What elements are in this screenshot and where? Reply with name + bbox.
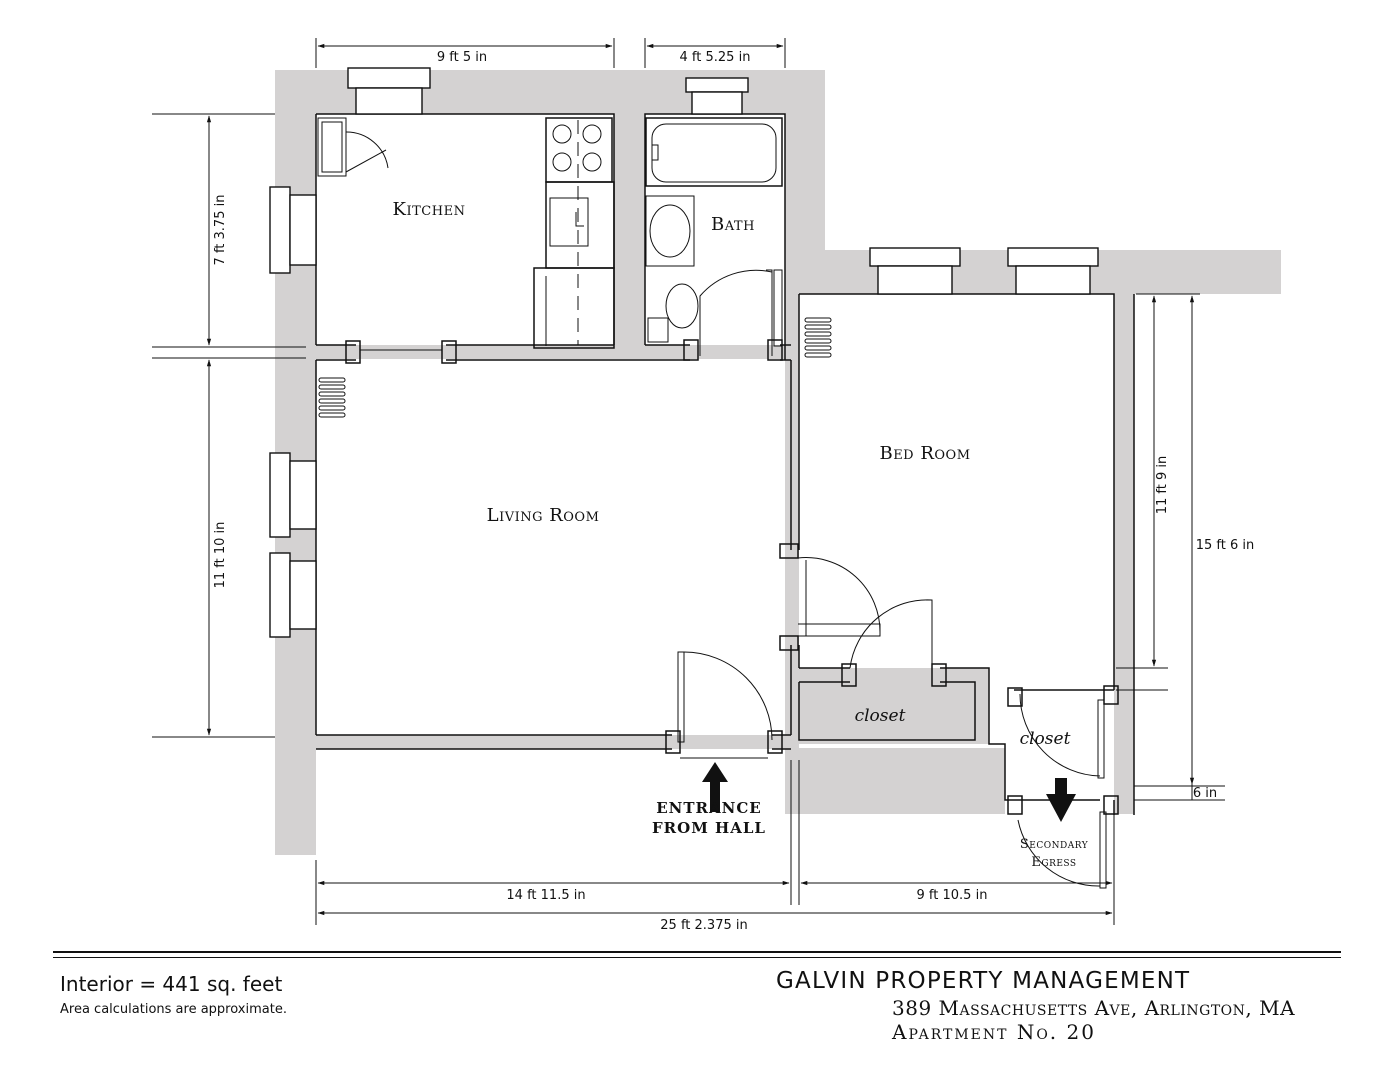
- egress-label-line2: Egress: [1031, 855, 1076, 870]
- entrance-label-line2: FROM HALL: [652, 819, 766, 837]
- room-label-closet-2: closet: [1020, 729, 1071, 749]
- kitchen-fixtures: [317, 117, 615, 349]
- dim-living-depth: 11 ft 10 in: [213, 522, 228, 589]
- dim-kitchen-depth: 7 ft 3.75 in: [213, 195, 228, 266]
- egress-label-line1: Secondary: [1020, 837, 1089, 852]
- radiators: [318, 317, 832, 418]
- dim-bedroom-total-depth: 15 ft 6 in: [1196, 538, 1255, 553]
- footer-area-info: Interior = 441 sq. feet Area calculation…: [60, 972, 287, 1017]
- dim-step: 6 in: [1193, 786, 1217, 801]
- footer-rule-top: [53, 951, 1341, 953]
- egress-arrow-icon: [1046, 778, 1076, 822]
- interior-area: Interior = 441 sq. feet: [60, 972, 283, 996]
- footer-rule-bottom: [53, 957, 1341, 958]
- entrance-arrow-icon: [702, 762, 728, 812]
- doors: [345, 340, 1119, 889]
- room-label-bath: Bath: [711, 214, 755, 235]
- entrance-label-line1: ENTRANCE: [656, 799, 762, 817]
- footer-company-info: GALVIN PROPERTY MANAGEMENT 389 Massachus…: [776, 968, 1295, 1044]
- windows: [269, 67, 1099, 638]
- dim-bedroom-depth: 11 ft 9 in: [1155, 456, 1170, 515]
- company-name: GALVIN PROPERTY MANAGEMENT: [776, 968, 1191, 994]
- room-label-bedroom: Bed Room: [879, 443, 970, 464]
- dim-living-width: 14 ft 11.5 in: [506, 888, 585, 903]
- room-label-living: Living Room: [487, 505, 600, 526]
- walls: [275, 70, 1281, 855]
- property-address: 389 Massachusetts Ave, Arlington, MA: [892, 996, 1296, 1020]
- area-disclaimer: Area calculations are approximate.: [60, 1002, 287, 1017]
- apartment-number: Apartment No. 20: [892, 1020, 1096, 1044]
- dim-bedroom-width: 9 ft 10.5 in: [917, 888, 988, 903]
- dim-kitchen-width: 9 ft 5 in: [437, 50, 487, 65]
- dimension-lines: [152, 38, 1225, 925]
- room-label-closet-1: closet: [855, 706, 906, 726]
- dim-total-width: 25 ft 2.375 in: [660, 918, 747, 933]
- dim-bath-width: 4 ft 5.25 in: [680, 50, 751, 65]
- room-label-kitchen: Kitchen: [393, 199, 466, 220]
- bath-fixtures: [645, 117, 783, 361]
